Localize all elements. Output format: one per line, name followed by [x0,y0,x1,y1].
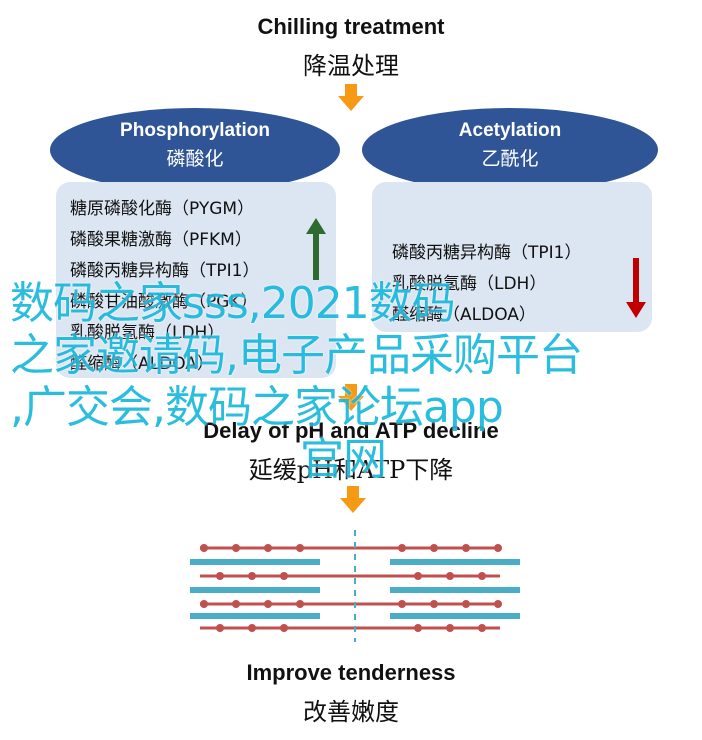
acetylation-label-cn: 乙酰化 [481,148,539,170]
enzyme-item: 乳酸脱氢酶（LDH） [70,323,225,343]
muscle-fiber-illustration [180,524,530,644]
acetylation-label-en: Acetylation [458,120,562,141]
acetylation-ellipse: Acetylation 乙酰化 [362,108,658,192]
step3-title-cn: 改善嫩度 [303,698,399,726]
enzyme-item: 磷酸丙糖异构酶（TPI1） [392,243,582,263]
enzyme-item: 磷酸丙糖异构酶（TPI1） [70,261,260,281]
enzyme-item: 糖原磷酸化酶（PYGM） [70,199,255,219]
step1-title-cn: 降温处理 [303,52,399,80]
watermark-line-2: 之家邀请码,电子产品采购平台 [10,330,583,381]
acetylation-enzyme-box: 磷酸丙糖异构酶（TPI1） 乳酸脱氢酶（LDH） 醛缩酶（ALDOA） [372,182,652,332]
enzyme-item: 乳酸脱氢酶（LDH） [392,274,547,294]
down-arrow-icon [626,258,646,318]
up-arrow-icon [306,218,326,280]
step1-title-en: Chilling treatment [257,14,445,39]
phosphorylation-enzyme-box: 糖原磷酸化酶（PYGM） 磷酸果糖激酶（PFKM） 磷酸丙糖异构酶（TPI1） … [56,182,336,378]
step3-title-en: Improve tenderness [246,660,456,685]
phosphorylation-label-en: Phosphorylation [120,120,270,141]
phosphorylation-ellipse: Phosphorylation 磷酸化 [50,108,340,192]
step2-title-en: Delay of pH and ATP decline [203,418,499,443]
enzyme-item: 醛缩酶（ALDOA） [70,354,214,374]
step2-title-cn: 延缓pH和ATP下降 [248,456,454,484]
enzyme-item: 磷酸甘油酸激酶（PGK） [70,292,258,312]
watermark-line-1: 数码之家sss,2021数码 [10,278,456,329]
orange-arrow-2-icon [338,384,364,412]
orange-arrow-3-icon [340,486,366,514]
enzyme-item: 醛缩酶（ALDOA） [392,305,536,325]
phosphorylation-label-cn: 磷酸化 [166,148,224,170]
watermark-line-4: 官网 [300,434,387,485]
enzyme-item: 磷酸果糖激酶（PFKM） [70,230,252,250]
orange-arrow-1-icon [338,84,364,112]
watermark-line-3: ,广交会,数码之家论坛app [10,382,504,433]
